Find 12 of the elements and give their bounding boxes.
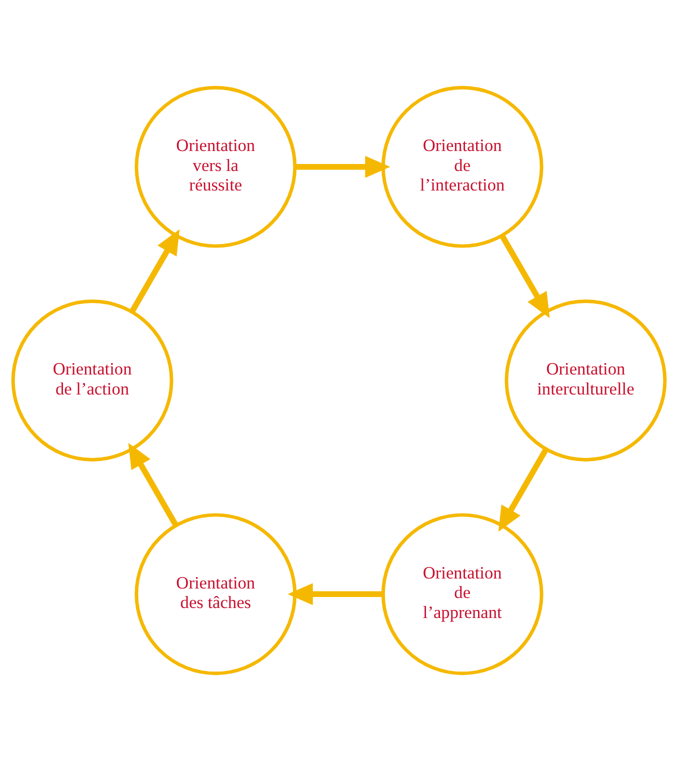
node-circle: Orientation des tâches <box>134 513 297 676</box>
node-circle: Orientation de l’action <box>11 300 174 462</box>
arrow <box>288 583 383 606</box>
arrow <box>130 229 180 314</box>
node-circle: Orientation de l’interaction <box>381 86 544 248</box>
arrow <box>295 156 390 178</box>
arrow <box>128 442 178 527</box>
node-circle: Orientation vers la réussite <box>134 86 297 248</box>
arrow <box>498 448 549 532</box>
arrow <box>500 234 550 318</box>
node-circle: Orientation interculturelle <box>504 300 667 462</box>
node-circle: Orientation de l’apprenant <box>381 513 544 676</box>
